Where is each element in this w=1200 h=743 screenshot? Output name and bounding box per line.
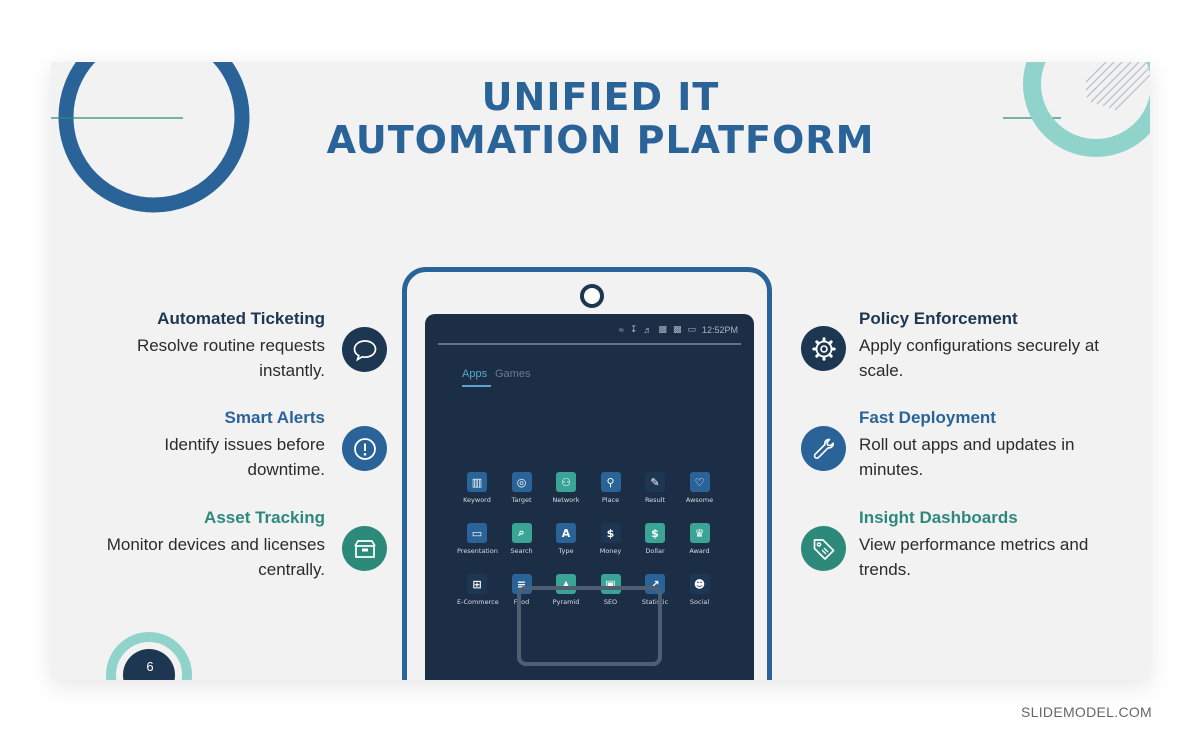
money-icon: $	[600, 523, 621, 543]
feature-title-smart-alerts: Smart Alerts	[224, 408, 325, 427]
slide-title: UNIFIED IT AUTOMATION PLATFORM	[51, 76, 1150, 162]
app-e-commerce[interactable]: ⊞ E-Commerce	[457, 574, 499, 606]
decor-arc-top-right	[1003, 62, 1150, 157]
app-network[interactable]: ⚇ Network	[546, 472, 586, 504]
feature-desc-policy-enforcement: Apply configurations securely at scale.	[859, 336, 1100, 380]
tablet-camera	[580, 284, 604, 308]
trophy-icon: ♛	[689, 523, 710, 543]
tab-apps-underline	[462, 385, 491, 387]
app-label: Dollar	[645, 547, 665, 555]
volume-icon: ♬	[643, 324, 653, 335]
app-keyword[interactable]: ▥ Keyword	[457, 472, 497, 504]
tablet-frame	[402, 267, 772, 680]
decor-arc-top-left	[51, 62, 250, 213]
app-label: SEO	[603, 598, 618, 606]
feature-icon-fast-deployment	[801, 426, 846, 471]
app-label: Food	[513, 598, 530, 606]
app-money[interactable]: $ Money	[591, 523, 631, 555]
feature-icon-smart-alerts	[342, 426, 387, 471]
app-result[interactable]: ✎ Result	[635, 472, 675, 504]
app-label: Place	[601, 496, 620, 504]
tab-apps[interactable]: Apps	[462, 368, 488, 380]
feature-desc-fast-deployment: Roll out apps and updates in minutes.	[859, 435, 1075, 479]
status-divider	[438, 343, 741, 345]
feature-icon-automated-ticketing	[342, 327, 387, 372]
wifi-icon: ≈	[618, 324, 624, 335]
app-label: Award	[689, 547, 710, 555]
feature-title-fast-deployment: Fast Deployment	[859, 408, 996, 427]
result-icon: ✎	[645, 472, 665, 492]
slide: 6 UNIFIED IT AUTOMATION PLATFORM Automat…	[51, 62, 1150, 680]
feature-desc-asset-tracking: Monitor devices and licenses centrally.	[106, 535, 325, 579]
download-icon: ↧	[629, 324, 638, 334]
brand-label: SLIDEMODEL.COM	[1021, 704, 1152, 720]
app-dollar[interactable]: $ Dollar	[635, 523, 675, 555]
feature-desc-automated-ticketing: Resolve routine requests instantly.	[136, 336, 325, 380]
box-icon	[353, 539, 376, 558]
app-label: Target	[511, 496, 532, 504]
feature-title-insight-dashboards: Insight Dashboards	[859, 508, 1018, 527]
app-label: Pyramid	[552, 598, 580, 606]
bar-chart-icon: ▥	[467, 472, 487, 492]
app-label: Network	[552, 496, 580, 504]
feature-icon-asset-tracking	[342, 526, 387, 571]
feature-icon-policy-enforcement	[801, 326, 846, 371]
app-label: Money	[599, 547, 622, 555]
tablet-screen: ≈ ↧ ♬ ▩ ▩ ▭ 12:52PM Apps Games ▥ Keyword ◎…	[425, 314, 754, 680]
wrench-icon	[813, 438, 834, 459]
feature-desc-smart-alerts: Identify issues before downtime.	[164, 435, 325, 479]
feature-title-automated-ticketing: Automated Ticketing	[157, 309, 325, 328]
chat-bubble-icon	[353, 339, 376, 361]
app-label: Social	[689, 598, 710, 606]
home-button[interactable]	[517, 586, 662, 666]
feature-desc-insight-dashboards: View performance metrics and trends.	[859, 535, 1089, 579]
page-number: 6	[146, 659, 154, 674]
app-label: Search	[510, 547, 533, 555]
type-icon: A	[556, 523, 576, 543]
tag-icon	[813, 538, 834, 560]
app-search[interactable]: ⌕ Search	[502, 523, 542, 555]
gear-icon	[811, 336, 836, 361]
target-icon: ◎	[511, 472, 532, 492]
app-place[interactable]: ⚲ Place	[591, 472, 631, 504]
app-label: Statistic	[641, 598, 669, 606]
title-line-2: AUTOMATION PLATFORM	[326, 118, 875, 162]
app-label: Awsome	[685, 496, 714, 504]
tab-games[interactable]: Games	[495, 368, 531, 380]
alert-icon	[353, 437, 376, 460]
signal-icon: ▩	[658, 324, 667, 334]
dollar-icon: $	[645, 523, 665, 543]
app-label: Keyword	[463, 496, 491, 504]
feature-title-asset-tracking: Asset Tracking	[204, 508, 325, 527]
feature-icon-insight-dashboards	[801, 526, 846, 571]
app-label: Result	[644, 496, 666, 504]
app-label: Type	[558, 547, 574, 555]
status-bar: ≈ ↧ ♬ ▩ ▩ ▭ 12:52PM	[619, 324, 738, 335]
cart-icon: ⊞	[467, 574, 487, 594]
signal-icon-2: ▩	[672, 324, 682, 334]
search-icon: ⌕	[511, 523, 532, 543]
feature-title-policy-enforcement: Policy Enforcement	[859, 309, 1018, 328]
title-line-1: UNIFIED IT	[481, 75, 720, 119]
app-award[interactable]: ♛ Award	[680, 523, 720, 555]
app-label: E-Commerce	[457, 598, 499, 606]
status-time: 12:52PM	[701, 324, 738, 335]
network-icon: ⚇	[556, 472, 576, 492]
app-presentation[interactable]: ▭ Presentation	[457, 523, 498, 555]
app-label: Presentation	[457, 547, 498, 555]
decor-arc-bottom-left	[106, 632, 192, 680]
app-target[interactable]: ◎ Target	[502, 472, 542, 504]
battery-icon: ▭	[687, 324, 696, 334]
people-icon: ☻	[689, 574, 710, 594]
heart-icon: ♡	[689, 472, 710, 492]
presentation-icon: ▭	[467, 523, 487, 543]
pin-icon: ⚲	[600, 472, 621, 492]
app-social[interactable]: ☻ Social	[680, 574, 720, 606]
app-type[interactable]: A Type	[546, 523, 586, 555]
app-awsome[interactable]: ♡ Awsome	[680, 472, 720, 504]
